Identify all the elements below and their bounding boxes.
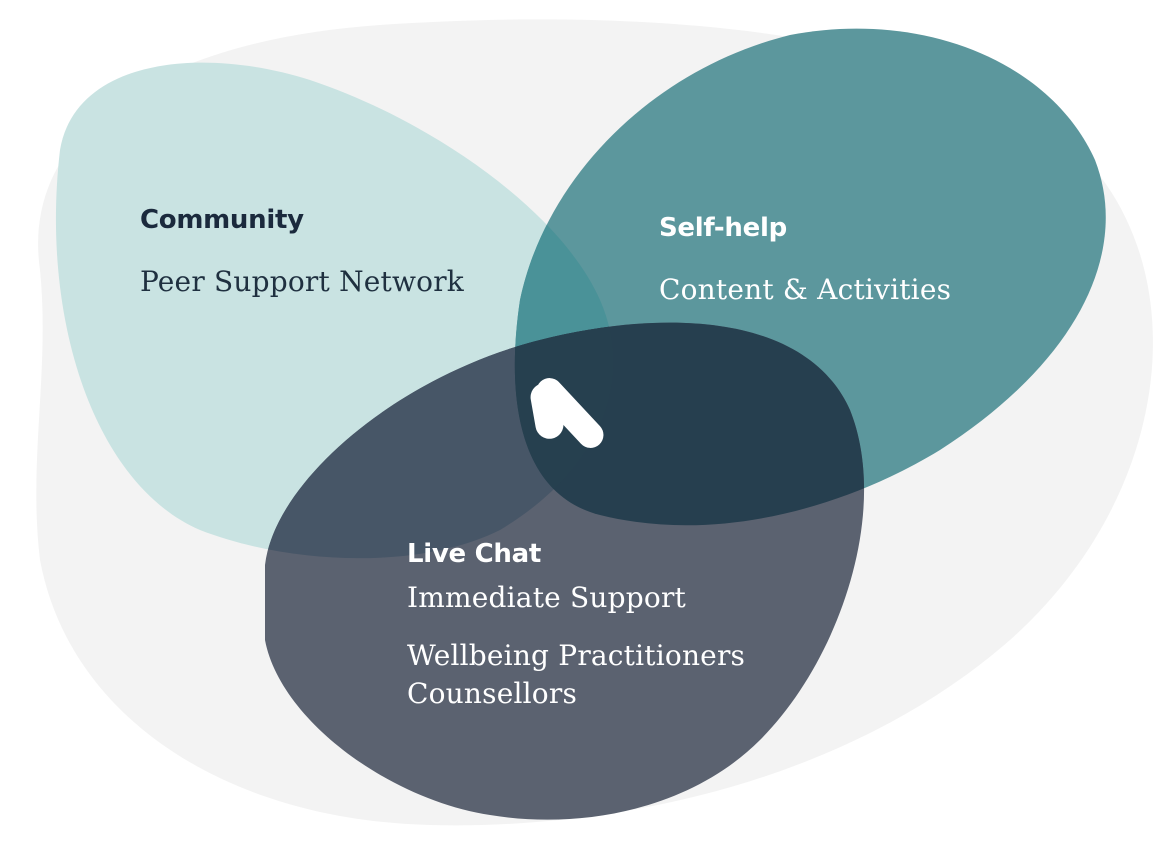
self-help-title: Self-help	[659, 213, 787, 243]
live-chat-title: Live Chat	[407, 539, 541, 569]
live-chat-line-wellbeing-practitioners: Wellbeing Practitioners	[407, 639, 746, 672]
community-title: Community	[140, 205, 304, 235]
kooth-k-logo-icon	[530, 378, 604, 448]
community-description: Peer Support Network	[140, 265, 464, 298]
livechat-community-overlap	[265, 322, 614, 559]
self-help-description: Content & Activities	[659, 273, 952, 306]
livechat-selfhelp-overlap	[514, 322, 865, 526]
live-chat-line-counsellors: Counsellors	[407, 677, 578, 710]
live-chat-line-immediate-support: Immediate Support	[407, 581, 686, 614]
